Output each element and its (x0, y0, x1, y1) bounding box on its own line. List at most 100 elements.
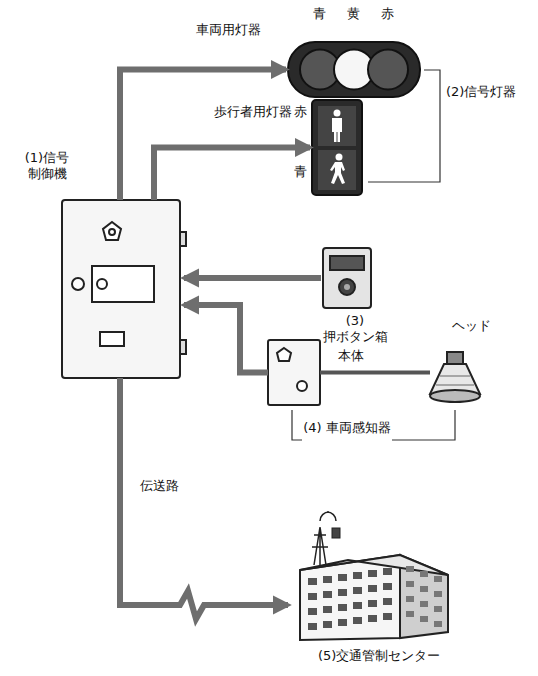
push-button-box-part (330, 256, 364, 270)
building-window (353, 572, 362, 579)
building-window (420, 601, 428, 607)
building-window (323, 621, 332, 628)
detector-body: 本体 (268, 340, 320, 405)
detector-body-part (277, 348, 291, 361)
building-window (338, 604, 347, 611)
building-window (420, 616, 428, 622)
part-label: (5)交通管制センター (318, 648, 440, 664)
part-label: (1)信号 制御機 (16, 150, 78, 183)
pedestrian-signal-lamp-part (332, 118, 342, 142)
building-window (383, 613, 392, 620)
detector-head: ヘッド (430, 352, 480, 402)
building-window (420, 586, 428, 592)
building-window (434, 606, 442, 612)
building-window (308, 623, 317, 630)
signal-arrow (120, 378, 288, 619)
building-windows (308, 566, 442, 630)
cable-line (320, 371, 430, 375)
control-center-building-part (332, 528, 340, 538)
building-window (434, 576, 442, 582)
building-window (353, 587, 362, 594)
signal-arrow (184, 275, 321, 281)
building-window (383, 598, 392, 605)
building-window (308, 593, 317, 600)
detector-body-part (268, 340, 320, 405)
part-label: 本体 (338, 348, 364, 364)
building-window (323, 591, 332, 598)
control-center-building-part (312, 527, 328, 565)
push-button-box-part (344, 284, 350, 290)
vehicle-signal-lamp (288, 42, 420, 97)
controller-cabinet (62, 200, 186, 378)
building-window (368, 615, 377, 622)
group-label: (2)信号灯器 (446, 84, 516, 100)
building-window (420, 571, 428, 577)
vehicle-lamp: 車両用灯器青黄赤 (288, 42, 420, 97)
pedestrian-signal-lamp-part (312, 100, 362, 195)
building-window (406, 566, 414, 572)
edge-label: 伝送路 (140, 478, 179, 494)
building-window (406, 611, 414, 617)
control-center-building-part (320, 512, 329, 521)
push-button-box-part (323, 248, 371, 308)
controller-cabinet-part (100, 332, 124, 346)
building-window (383, 583, 392, 590)
building-window (406, 581, 414, 587)
part-label: 青 (294, 164, 307, 180)
building-window (368, 570, 377, 577)
pedestrian-signal-lamp (312, 100, 362, 195)
bracket (292, 410, 455, 440)
part-label: 車両用灯器 (196, 22, 261, 38)
part-label: 赤 (294, 104, 307, 120)
detector-body (268, 340, 320, 405)
pedestrian-signal-lamp-part (336, 154, 343, 161)
controller-cabinet-part (109, 229, 115, 235)
building-window (308, 608, 317, 615)
part-label: 黄 (347, 6, 360, 22)
push-button-box: (3) 押ボタン箱 (323, 248, 371, 308)
building-window (338, 619, 347, 626)
detector-head-part (447, 352, 463, 364)
building-window (368, 585, 377, 592)
control-center-building-part (327, 512, 336, 521)
part-label: 青 (313, 6, 326, 22)
building-window (434, 591, 442, 597)
controller-cabinet-part (180, 340, 186, 354)
building-window (353, 617, 362, 624)
detector-head (430, 352, 480, 402)
controller-cabinet-part (72, 278, 84, 290)
controller-cabinet-part (62, 200, 180, 378)
detector-body-part (297, 381, 307, 391)
part-label: 赤 (381, 6, 394, 22)
pedestrian-signal-lamp-part (334, 110, 341, 117)
building-window (308, 578, 317, 585)
push-button-box (323, 248, 371, 308)
part-label: 歩行者用灯器 (214, 104, 292, 120)
control-center: (5)交通管制センター (290, 535, 450, 642)
pedestrian-signal-lamp-part (318, 106, 356, 146)
building-window (323, 606, 332, 613)
building-window (406, 596, 414, 602)
group-label: (4) 車両感知器 (302, 420, 392, 436)
controller-cabinet-part (103, 222, 121, 240)
vehicle-signal-lamp-part (288, 42, 420, 97)
push-button-box-part (339, 279, 355, 295)
detector-head-part (436, 376, 474, 385)
building-window (434, 621, 442, 627)
controller-cabinet-part (97, 279, 107, 289)
control-center-building (300, 512, 448, 640)
building-window (353, 602, 362, 609)
signal-arrow (120, 70, 286, 201)
signal-arrow (184, 305, 268, 373)
building-window (368, 600, 377, 607)
pedestrian-lamp: 歩行者用灯器赤青 (312, 100, 362, 195)
controller-cabinet-part (92, 266, 154, 302)
building-window (338, 589, 347, 596)
signal-arrow (154, 148, 310, 201)
signal-controller: (1)信号 制御機 (62, 200, 182, 378)
pedestrian-signal-lamp-part (330, 162, 345, 184)
